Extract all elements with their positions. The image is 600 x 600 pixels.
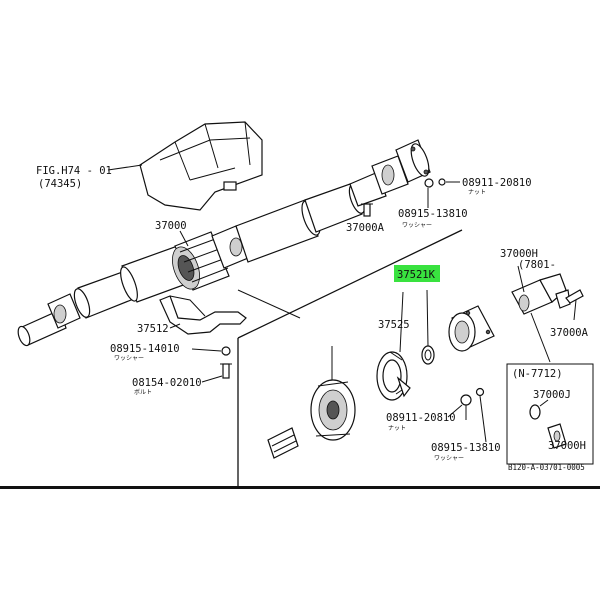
label-37000: 37000 [155, 220, 187, 232]
label-08915-13810-bottom: 08915-13810 [431, 442, 501, 454]
bottom-divider [0, 486, 600, 489]
bolt-37000A-right [565, 289, 584, 321]
detail-panel [237, 229, 495, 486]
label-37521K: 37521K [397, 269, 436, 281]
label-fig-ref: FIG.H74 - 01 [36, 165, 112, 177]
label-7801: (7801- [518, 259, 556, 271]
label-08915-13810-top: 08915-13810 [398, 208, 468, 220]
label-37000H-box: 37000H [548, 440, 586, 452]
label-ref-code: B120-A-03701-0005 [508, 463, 585, 472]
label-37512: 37512 [137, 323, 169, 335]
label-08911-20810-top: 08911-20810 [462, 177, 532, 189]
label-37000A-left: 37000A [346, 222, 385, 234]
label-37000J: 37000J [533, 389, 571, 401]
label-washer-left: ワッシャー [114, 355, 144, 362]
part-number-highlight [394, 265, 440, 282]
label-washer-bottom: ワッシャー [434, 455, 464, 462]
rear-universal-joint [511, 265, 571, 363]
label-bolt-left: ボルト [134, 388, 152, 396]
washer-left-icon [221, 346, 231, 356]
label-08911-20810-bottom: 08911-20810 [386, 412, 456, 424]
label-n7712: (N-7712) [512, 368, 563, 380]
bolt-left-icon [220, 363, 232, 379]
floor-tunnel-insulator [139, 121, 263, 211]
label-37000H: 37000H [500, 248, 538, 260]
label-08154-02010: 08154-02010 [132, 377, 202, 389]
propeller-shaft-assembly [17, 139, 431, 347]
label-37000A-right: 37000A [550, 327, 589, 339]
n7712-detail-box [506, 363, 594, 465]
label-nut-top: ナット [468, 189, 486, 196]
washer-top-icon [438, 178, 446, 186]
label-washer-top: ワッシャー [402, 222, 432, 229]
label-08915-14010: 08915-14010 [110, 343, 180, 355]
label-fig-ref-sub: (74345) [38, 178, 82, 190]
bolt-37000A-top [361, 203, 373, 217]
center-bearing-bracket [159, 295, 247, 335]
nut-top-icon [424, 178, 434, 188]
label-nut-bottom: ナット [388, 425, 406, 432]
label-37525: 37525 [378, 319, 410, 331]
